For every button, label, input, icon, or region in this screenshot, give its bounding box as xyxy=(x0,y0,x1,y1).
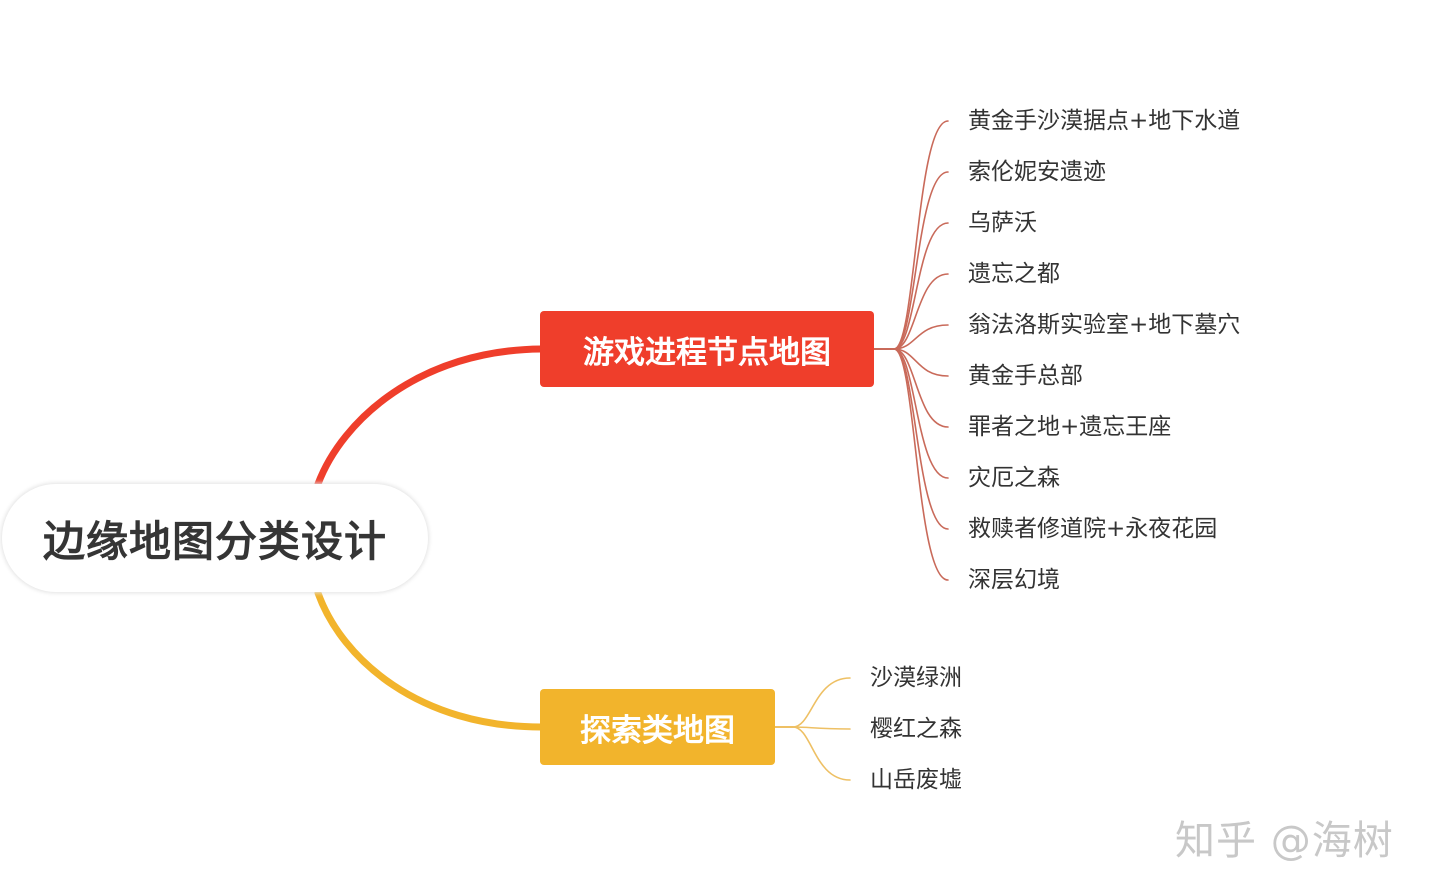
progress-leaf-connector-9 xyxy=(893,348,949,530)
root-to-explore-connector xyxy=(314,589,545,731)
leaf-topic-explore-2[interactable]: 樱红之森 xyxy=(870,716,962,742)
leaf-topic-progress-9[interactable]: 救赎者修道院+永夜花园 xyxy=(968,516,1218,542)
leaf-topic-explore-3[interactable]: 山岳废墟 xyxy=(870,767,962,793)
root-to-progress-connector xyxy=(314,345,545,488)
progress-leaf-connector-1 xyxy=(893,120,949,350)
progress-leaf-connector-7 xyxy=(893,348,949,428)
leaf-topic-progress-6[interactable]: 黄金手总部 xyxy=(968,363,1083,389)
explore-leaf-connector-3 xyxy=(792,726,851,781)
zhihu-watermark: 知乎 @海树 xyxy=(1175,818,1394,864)
progress-leaf-connector-6 xyxy=(893,348,949,377)
leaf-topic-progress-3[interactable]: 乌萨沃 xyxy=(968,210,1037,236)
branch-topic-exploration-label: 探索类地图 xyxy=(580,712,735,749)
progress-leaf-connector-4 xyxy=(893,273,949,350)
explore-leaf-connector-1 xyxy=(792,677,851,728)
root-topic[interactable]: 边缘地图分类设计 xyxy=(2,484,428,592)
progress-leaf-connector-3 xyxy=(893,222,949,350)
leaf-topic-explore-1[interactable]: 沙漠绿洲 xyxy=(870,665,962,691)
explore-leaf-connector-2 xyxy=(792,726,851,730)
leaf-topic-progress-4[interactable]: 遗忘之都 xyxy=(968,261,1060,287)
branch-topic-progress-maps[interactable]: 游戏进程节点地图 xyxy=(540,311,874,387)
leaf-topic-progress-5[interactable]: 翁法洛斯实验室+地下墓穴 xyxy=(968,312,1241,338)
progress-leaf-connector-10 xyxy=(893,348,949,581)
leaf-topic-progress-7[interactable]: 罪者之地+遗忘王座 xyxy=(968,414,1172,440)
branch-topic-exploration-maps[interactable]: 探索类地图 xyxy=(540,689,775,765)
leaf-topic-progress-10[interactable]: 深层幻境 xyxy=(968,567,1060,593)
progress-leaf-connector-5 xyxy=(893,324,949,350)
leaf-topic-progress-2[interactable]: 索伦妮安遗迹 xyxy=(968,159,1106,185)
leaf-topic-progress-1[interactable]: 黄金手沙漠据点+地下水道 xyxy=(968,108,1241,134)
root-topic-label: 边缘地图分类设计 xyxy=(42,516,387,566)
progress-leaf-connector-2 xyxy=(893,171,949,350)
branch-topic-progress-label: 游戏进程节点地图 xyxy=(583,334,831,371)
leaf-topic-progress-8[interactable]: 灾厄之森 xyxy=(968,465,1060,491)
